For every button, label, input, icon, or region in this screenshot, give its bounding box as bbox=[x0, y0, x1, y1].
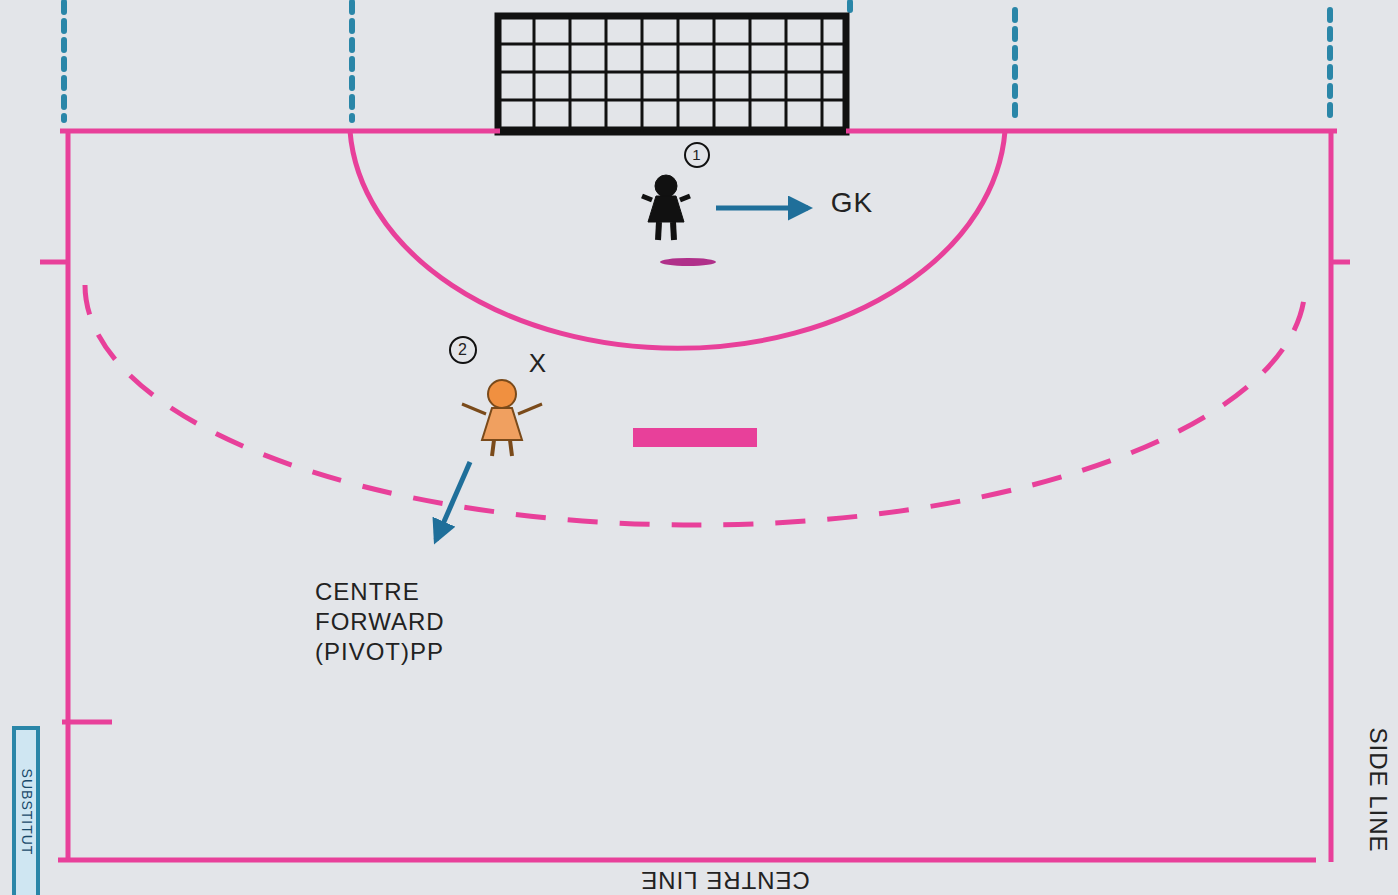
net-line bbox=[677, 16, 680, 132]
pointer-arrow bbox=[436, 462, 470, 540]
net-line bbox=[569, 16, 572, 132]
net-line bbox=[713, 16, 716, 132]
goalkeeper-figure bbox=[642, 175, 690, 240]
goal-net bbox=[498, 16, 846, 132]
pivot-figure bbox=[462, 380, 542, 456]
court-lines bbox=[40, 131, 1350, 862]
net-line bbox=[533, 16, 536, 132]
net-line bbox=[641, 16, 644, 132]
line-label: SIDE LINE bbox=[1363, 727, 1393, 852]
net-line bbox=[821, 16, 824, 132]
zone-label: SUBSTITUT bbox=[17, 769, 35, 856]
callout-circle bbox=[450, 337, 476, 363]
net-line bbox=[785, 16, 788, 132]
position-label: CENTRE FORWARD (PIVOT)PP bbox=[315, 577, 485, 667]
penalty-mark bbox=[633, 428, 757, 447]
net-line bbox=[498, 99, 846, 102]
net-line bbox=[749, 16, 752, 132]
goalkeeper-line bbox=[660, 258, 716, 266]
callout-number: 1 bbox=[692, 146, 701, 165]
pointer-arrow bbox=[716, 206, 808, 211]
line-label: CENTRE LINE bbox=[640, 865, 810, 895]
net-line bbox=[498, 127, 846, 130]
net-line bbox=[605, 16, 608, 132]
callout-circle bbox=[685, 143, 709, 167]
net-line bbox=[498, 71, 846, 74]
player-mark: X bbox=[529, 347, 547, 380]
position-label: GK bbox=[831, 185, 873, 220]
callout-number: 2 bbox=[458, 340, 468, 360]
substitution-zone bbox=[14, 728, 38, 895]
net-line bbox=[498, 43, 846, 46]
